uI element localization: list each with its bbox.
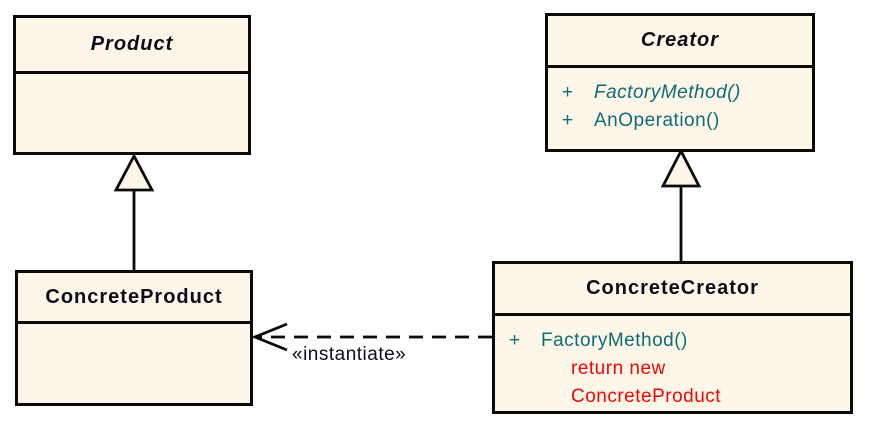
visibility-plus: + — [509, 330, 521, 351]
class-creator-body: + FactoryMethod() + AnOperation() — [548, 68, 812, 138]
class-concrete-creator-name: ConcreteCreator — [495, 264, 850, 316]
instantiate-edge-label: «instantiate» — [292, 344, 407, 365]
method-label: AnOperation() — [594, 110, 720, 131]
method-label: FactoryMethod() — [594, 82, 741, 103]
class-concrete-product-body — [18, 324, 250, 338]
class-product-body — [16, 74, 248, 88]
class-concrete-creator-body: + FactoryMethod() return new ConcretePro… — [495, 316, 850, 414]
visibility-plus: + — [562, 82, 574, 103]
class-concrete-product-name: ConcreteProduct — [18, 273, 250, 324]
method-label: FactoryMethod() — [541, 330, 688, 351]
pseudocode-line: return new — [571, 358, 666, 379]
class-product-name: Product — [16, 18, 248, 74]
class-concrete-product: ConcreteProduct — [15, 270, 253, 406]
pseudocode-line: ConcreteProduct — [571, 386, 722, 407]
class-creator-name: Creator — [548, 16, 812, 68]
generalization-triangle-icon — [660, 147, 702, 188]
class-product: Product — [13, 15, 251, 155]
method-factory-method: + FactoryMethod() — [495, 330, 850, 358]
generalization-triangle-icon — [113, 153, 155, 192]
class-creator: Creator + FactoryMethod() + AnOperation(… — [545, 13, 815, 152]
open-arrowhead-icon — [251, 322, 288, 352]
method-an-operation: + AnOperation() — [548, 110, 812, 138]
class-concrete-creator: ConcreteCreator + FactoryMethod() return… — [492, 261, 853, 414]
visibility-plus: + — [562, 110, 574, 131]
method-factory-method: + FactoryMethod() — [548, 82, 812, 110]
